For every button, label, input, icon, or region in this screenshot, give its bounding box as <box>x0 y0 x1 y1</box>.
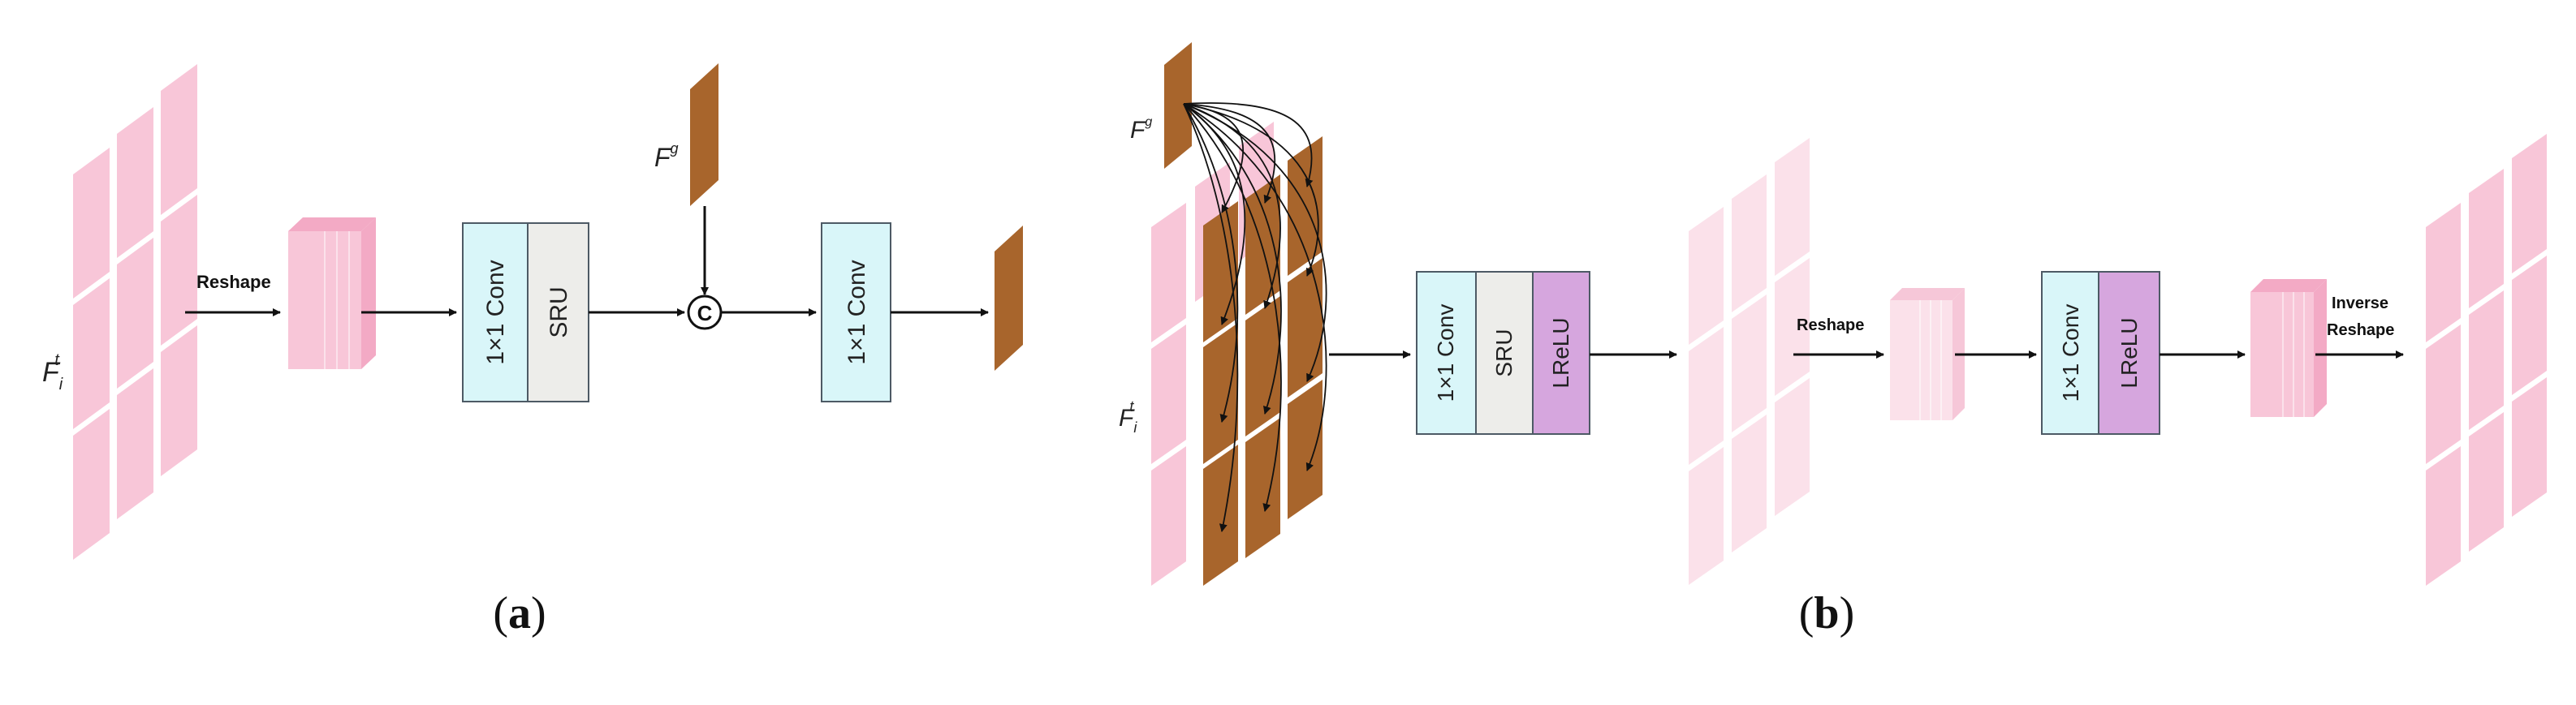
panel-b-sru-label: SRU <box>1491 329 1517 376</box>
panel-b-sru-cell <box>1475 271 1534 435</box>
panel-a-caption: (a) <box>493 588 546 638</box>
panel-b-conv-label: 1×1 Conv <box>1433 304 1458 402</box>
panel-a-sru-cell <box>527 222 589 402</box>
panel-b-lrelu-label: LReLU <box>1548 317 1573 388</box>
panel-b-inverse-reshape-label-1: Inverse <box>2332 294 2388 312</box>
panel-b-conv-sru-lrelu-block: 1×1 Conv SRU LReLU <box>1416 271 1590 435</box>
panel-b-lrelu2-cell <box>2098 271 2160 435</box>
panel-b-guide-label: Fg <box>1130 115 1152 144</box>
panel-a-conv-sru-block: 1×1 Conv SRU <box>462 222 589 402</box>
panel-b-mid-feature-grid <box>1689 138 1810 585</box>
panel-b-lrelu-cell <box>1532 271 1590 435</box>
panel-b-inverse-reshape-label-2: Reshape <box>2327 321 2394 339</box>
panel-a-conv-block-2: 1×1 Conv <box>821 222 891 402</box>
panel-b-input-label: Fit <box>1119 398 1137 436</box>
panel-b-reshaped-stack <box>1890 288 1965 420</box>
panel-b-reshape-label: Reshape <box>1797 316 1864 334</box>
panel-b-conv-cell <box>1416 271 1477 435</box>
panel-a-output-feature <box>995 226 1023 371</box>
panel-b-reshaped-stack-2 <box>2250 279 2327 417</box>
panel-a-conv2-label: 1×1 Conv <box>844 260 870 364</box>
panel-b-conv-lrelu-block: 1×1 Conv LReLU <box>2041 271 2160 435</box>
panel-b-guide-feature <box>1164 42 1192 169</box>
panel-b-lrelu2-label: LReLU <box>2116 317 2142 388</box>
panel-b-attention-arcs <box>1183 102 1327 532</box>
panel-a: Fit Reshape 1×1 Conv SRU Fg <box>42 63 1023 560</box>
panel-a-reshape-label: Reshape <box>196 272 271 292</box>
panel-b-brown-feature-grid <box>1203 136 1323 586</box>
panel-b-output-feature-grid <box>2426 134 2547 586</box>
panel-b: Fg Fit 1×1 Conv SRU LReLU <box>1119 42 2547 586</box>
panel-a-reshaped-stack <box>288 217 376 369</box>
panel-a-guide-label: Fg <box>654 140 679 172</box>
panel-a-conv-cell <box>462 222 529 402</box>
panel-a-input-feature-grid <box>73 64 197 560</box>
panel-b-caption: (b) <box>1798 588 1855 638</box>
panel-a-conv-label: 1×1 Conv <box>482 260 509 364</box>
panel-b-conv2-label: 1×1 Conv <box>2058 304 2083 402</box>
panel-a-guide-feature <box>690 63 718 206</box>
panel-a-input-label: Fit <box>42 351 63 393</box>
panel-a-concat-symbol: C <box>697 301 713 325</box>
panel-a-sru-label: SRU <box>546 286 572 337</box>
